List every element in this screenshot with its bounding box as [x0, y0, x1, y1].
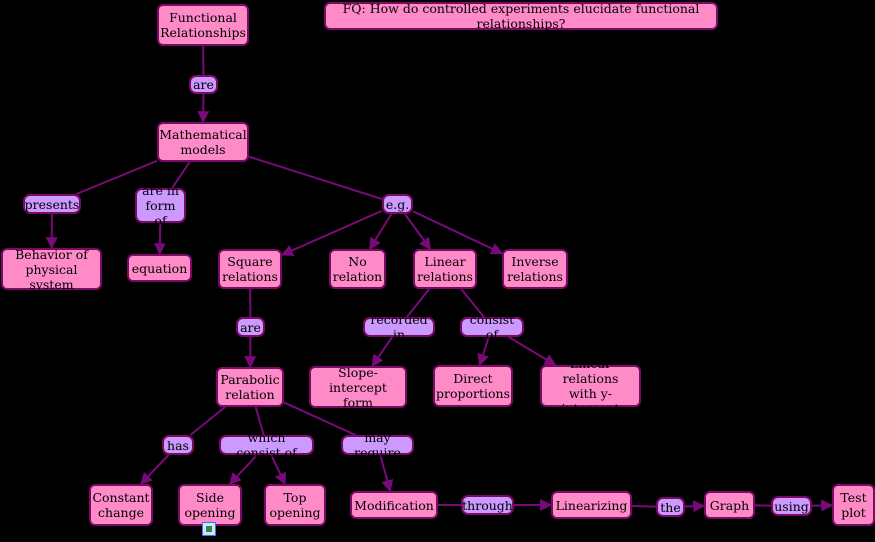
link-the[interactable]: the: [656, 497, 685, 517]
link-may-require[interactable]: may require: [341, 430, 414, 460]
arrow-eg-square: [280, 209, 383, 257]
link-has[interactable]: has: [162, 435, 194, 455]
concept-side-opening[interactable]: Side opening: [178, 484, 242, 526]
line-linearizing-the: [631, 505, 657, 508]
arrow-eg-norelation: [368, 213, 393, 251]
image-attachment-icon[interactable]: [202, 522, 216, 536]
arrow-consistof-direct: [477, 336, 490, 367]
concept-graph[interactable]: Graph: [704, 491, 755, 519]
concept-inverse-relations[interactable]: Inverse relations: [502, 249, 568, 289]
concept-linear-relations-with-y-intercept[interactable]: Linear relations with y-intercept: [540, 356, 641, 416]
focus-question[interactable]: FQ: How do controlled experiments elucid…: [324, 1, 718, 31]
line-mm-areinformof: [171, 161, 191, 189]
link-are[interactable]: are: [189, 75, 218, 94]
arrow-mayrequire-modification: [379, 454, 394, 493]
arrow-wco-top: [270, 454, 286, 486]
link-recorded-in[interactable]: recorded in: [363, 312, 435, 342]
concept-direct-proportions[interactable]: Direct proportions: [433, 365, 513, 407]
concept-modification[interactable]: Modification: [350, 491, 438, 519]
arrow-eg-linear: [404, 213, 432, 250]
concept-behavior-of-physical-system[interactable]: Behavior of physical system: [1, 247, 102, 292]
line-linear-recordedin: [406, 288, 430, 318]
link-are-2[interactable]: are: [236, 317, 265, 337]
concept-test-plot[interactable]: Test plot: [832, 484, 875, 526]
concept-square-relations[interactable]: Square relations: [218, 249, 282, 289]
arrow-eg-inverse: [412, 210, 504, 255]
concept-top-opening[interactable]: Top opening: [264, 484, 326, 526]
concept-parabolic-relation[interactable]: Parabolic relation: [216, 367, 284, 407]
concept-constant-change[interactable]: Constant change: [89, 484, 153, 526]
arrow-recordedin-slope: [371, 336, 393, 367]
link-are-in-form-of[interactable]: are in form of: [135, 183, 186, 228]
link-presents[interactable]: presents: [23, 194, 81, 214]
link-consist-of[interactable]: consist of: [460, 312, 524, 342]
line-mm-presents: [75, 159, 158, 195]
link-through[interactable]: through: [461, 495, 514, 515]
line-parabolic-whichconsistof: [254, 406, 265, 436]
concept-mathematical-models[interactable]: Mathematical models: [157, 122, 249, 162]
arrow-consistof-yintercept: [508, 336, 557, 366]
arrow-the-graph: [684, 500, 706, 513]
concept-equation[interactable]: equation: [127, 254, 192, 282]
link-e-g[interactable]: e.g.: [382, 194, 413, 214]
line-parabolic-mayrequire: [283, 401, 356, 436]
concept-slope-intercept-form[interactable]: Slope-intercept form: [309, 365, 407, 410]
arrow-wco-side: [228, 454, 258, 485]
arrow-has-constant: [140, 454, 170, 485]
line-linear-consistof: [460, 288, 485, 318]
concept-functional-relationships[interactable]: Functional Relationships: [157, 4, 249, 46]
concept-linear-relations[interactable]: Linear relations: [413, 249, 477, 289]
concept-no-relation[interactable]: No relation: [329, 249, 386, 289]
concept-linearizing[interactable]: Linearizing: [551, 491, 632, 519]
link-using[interactable]: using: [771, 496, 812, 516]
line-mm-eg: [248, 155, 383, 201]
line-parabolic-has: [189, 406, 226, 436]
link-which-consist-of[interactable]: which consist of: [219, 430, 314, 460]
